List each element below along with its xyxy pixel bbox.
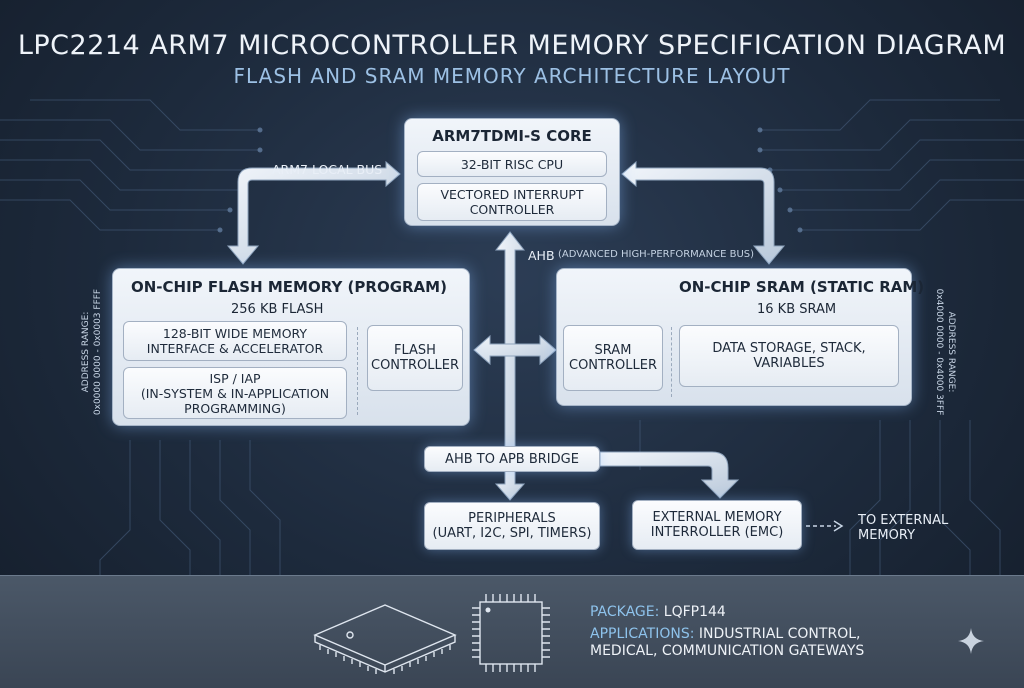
sram-title: ON-CHIP SRAM (STATIC RAM) bbox=[679, 278, 925, 296]
vic-block: VECTORED INTERRUPT CONTROLLER bbox=[417, 183, 607, 221]
to-external-memory-label: TO EXTERNAL MEMORY bbox=[858, 513, 949, 543]
ahb-apb-bridge-block: AHB TO APB BRIDGE bbox=[424, 446, 600, 472]
core-block: ARM7TDMI-S CORE 32-BIT RISC CPU VECTORED… bbox=[404, 118, 620, 226]
flash-title: ON-CHIP FLASH MEMORY (PROGRAM) bbox=[131, 278, 447, 296]
sram-controller-block: SRAM CONTROLLER bbox=[563, 325, 663, 391]
sram-size: 16 KB SRAM bbox=[757, 302, 837, 317]
sram-divider bbox=[671, 327, 672, 397]
local-bus-arrow bbox=[226, 160, 401, 265]
diagram-subtitle: FLASH AND SRAM MEMORY ARCHITECTURE LAYOU… bbox=[233, 64, 791, 88]
core-sram-arrow bbox=[621, 160, 786, 265]
flash-size: 256 KB FLASH bbox=[231, 302, 324, 317]
bridge-emc-arrow bbox=[599, 451, 740, 499]
footer-bar: PACKAGE: LQFP144 APPLICATIONS: INDUSTRIA… bbox=[0, 575, 1024, 688]
isp-iap-block: ISP / IAP (IN-SYSTEM & IN-APPLICATION PR… bbox=[123, 367, 347, 419]
applications-line: APPLICATIONS: INDUSTRIAL CONTROL, bbox=[590, 626, 860, 642]
flash-controller-block: FLASH CONTROLLER bbox=[367, 325, 463, 391]
bridge-peripherals-arrow bbox=[494, 469, 526, 501]
flash-memory-block: ON-CHIP FLASH MEMORY (PROGRAM) 256 KB FL… bbox=[112, 268, 470, 426]
package-value: LQFP144 bbox=[663, 604, 726, 620]
flash-address-range: ADDRESS RANGE: 0x0000 0000 - 0x0003 FFFF bbox=[81, 288, 103, 416]
sram-address-range: ADDRESS RANGE: 0x4000 0000 - 0x4000 3FFF bbox=[934, 288, 956, 416]
core-title: ARM7TDMI-S CORE bbox=[432, 127, 592, 145]
flash-divider bbox=[357, 327, 358, 415]
chip-top-icon bbox=[472, 594, 550, 672]
circuit-traces bbox=[0, 99, 1024, 575]
diagram-title: LPC2214 ARM7 MICROCONTROLLER MEMORY SPEC… bbox=[17, 30, 1007, 61]
peripherals-block: PERIPHERALS (UART, I2C, SPI, TIMERS) bbox=[424, 502, 600, 550]
ahb-label: AHB bbox=[528, 248, 555, 263]
local-bus-label: ARM7 LOCAL BUS bbox=[272, 162, 383, 177]
applications-value: INDUSTRIAL CONTROL, bbox=[698, 626, 861, 642]
applications-label: APPLICATIONS: bbox=[590, 626, 695, 642]
emc-block: EXTERNAL MEMORY INTERROLLER (EMC) bbox=[632, 500, 802, 550]
sram-data-block: DATA STORAGE, STACK, VARIABLES bbox=[679, 325, 899, 387]
sparkle-icon bbox=[958, 628, 984, 654]
flash-accelerator-block: 128-BIT WIDE MEMORY INTERFACE & ACCELERA… bbox=[123, 321, 347, 361]
ahb-full-label: (ADVANCED HIGH-PERFORMANCE BUS) bbox=[558, 249, 755, 260]
bus-arrows bbox=[226, 160, 844, 532]
applications-value-2: MEDICAL, COMMUNICATION GATEWAYS bbox=[590, 643, 865, 659]
package-line: PACKAGE: LQFP144 bbox=[590, 604, 726, 620]
sram-block: ON-CHIP SRAM (STATIC RAM) 16 KB SRAM SRA… bbox=[556, 268, 924, 406]
chip-3d-icon bbox=[313, 604, 457, 674]
package-label: PACKAGE: bbox=[590, 604, 660, 620]
cpu-block: 32-BIT RISC CPU bbox=[417, 151, 607, 177]
